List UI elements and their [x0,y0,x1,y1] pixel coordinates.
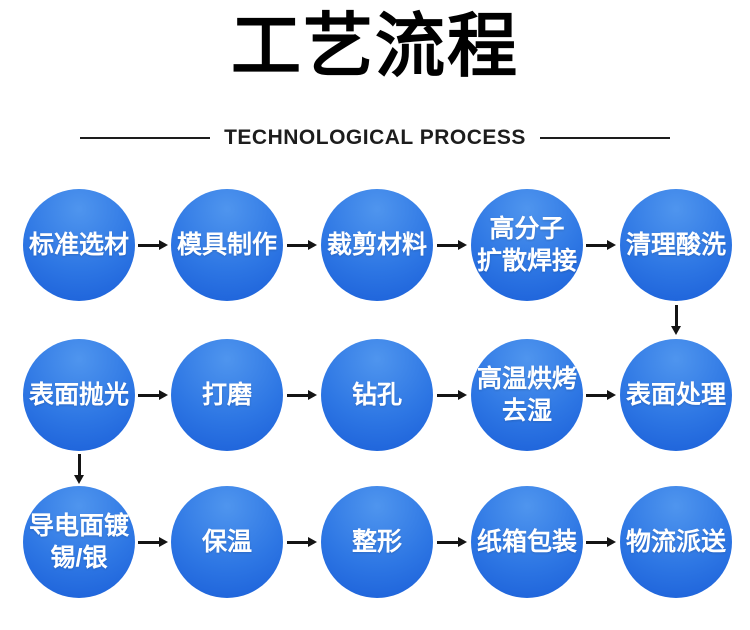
process-step-label: 保温 [201,527,252,556]
subtitle: TECHNOLOGICAL PROCESS [0,126,750,150]
process-step-shaping: 整形 [321,486,433,598]
process-step-label: 导电面镀 锡/银 [28,511,129,573]
process-step-carton-packing: 纸箱包装 [471,486,583,598]
arrow-down-icon [675,305,678,326]
process-step-label: 裁剪材料 [326,230,427,259]
arrow-down-icon [78,454,81,475]
process-step-grinding: 打磨 [171,339,283,451]
process-step-tin-silver-plating: 导电面镀 锡/银 [23,486,135,598]
process-step-insulation: 保温 [171,486,283,598]
process-step-label: 打磨 [201,380,252,409]
arrow-right-icon [138,244,159,247]
arrow-right-icon [287,394,308,397]
arrow-right-icon [287,541,308,544]
process-step-label: 高分子 扩散焊接 [476,214,577,276]
process-step-label: 物流派送 [625,527,726,556]
process-step-cutting-material: 裁剪材料 [321,189,433,301]
process-step-acid-cleaning: 清理酸洗 [620,189,732,301]
process-step-label: 钻孔 [351,380,402,409]
process-step-logistics-delivery: 物流派送 [620,486,732,598]
process-step-surface-treatment: 表面处理 [620,339,732,451]
subtitle-right-rule [539,137,670,139]
process-step-label: 模具制作 [176,230,277,259]
process-step-label: 清理酸洗 [625,230,726,259]
arrow-right-icon [437,244,458,247]
arrow-right-icon [586,394,607,397]
arrow-right-icon [437,394,458,397]
process-step-material-selection: 标准选材 [23,189,135,301]
subtitle-text: TECHNOLOGICAL PROCESS [224,126,526,149]
arrow-right-icon [586,244,607,247]
arrow-right-icon [287,244,308,247]
process-step-drilling: 钻孔 [321,339,433,451]
arrow-right-icon [586,541,607,544]
process-step-label: 纸箱包装 [476,527,577,556]
arrow-right-icon [437,541,458,544]
process-step-diffusion-welding: 高分子 扩散焊接 [471,189,583,301]
process-step-label: 整形 [351,527,402,556]
process-step-mold-making: 模具制作 [171,189,283,301]
page-title: 工艺流程 [231,7,519,85]
arrow-right-icon [138,541,159,544]
subtitle-left-rule [80,137,211,139]
process-step-surface-polishing: 表面抛光 [23,339,135,451]
process-step-label: 标准选材 [28,230,129,259]
process-step-label: 高温烘烤 去湿 [476,364,577,426]
process-step-label: 表面抛光 [28,380,129,409]
process-step-label: 表面处理 [625,380,726,409]
arrow-right-icon [138,394,159,397]
process-step-baking-dehumidify: 高温烘烤 去湿 [471,339,583,451]
